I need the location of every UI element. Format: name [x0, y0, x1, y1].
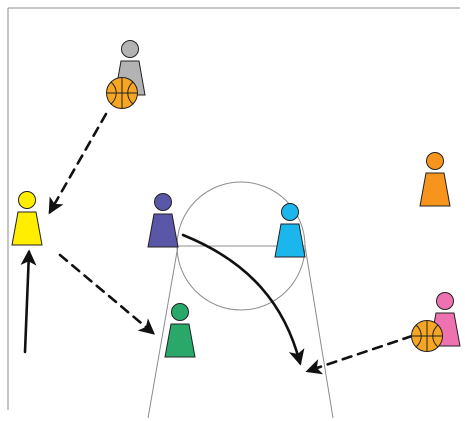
player-yellow — [11, 191, 43, 246]
pass-yellow-to-green — [58, 253, 156, 335]
ball-pink — [411, 320, 443, 352]
player-pink-head — [436, 292, 454, 310]
player-purple-body — [147, 213, 179, 248]
player-blue — [274, 203, 306, 258]
lane-left-line — [147, 245, 179, 419]
court-lines — [7, 7, 460, 419]
player-green-body — [164, 323, 196, 358]
ball-gray — [106, 77, 138, 109]
cut-purple-to-lane — [181, 233, 305, 366]
player-blue-body — [274, 223, 306, 258]
cut-yellow-up — [20, 249, 37, 354]
player-orange-head — [426, 152, 444, 170]
pass-gray-to-yellow — [48, 112, 108, 215]
basketball-seam-left — [110, 81, 117, 105]
lane-right-line — [304, 245, 334, 419]
movements — [20, 112, 414, 375]
player-orange — [419, 152, 451, 207]
player-green — [164, 303, 196, 358]
pass-pink-to-lane — [305, 334, 414, 375]
basketball-seam-left — [415, 324, 422, 348]
basketball-seam-right — [127, 81, 134, 105]
player-purple-head — [154, 193, 172, 211]
player-yellow-body — [11, 211, 43, 246]
player-green-head — [171, 303, 189, 321]
player-gray-head — [121, 40, 139, 58]
players — [11, 40, 461, 358]
player-purple — [147, 193, 179, 248]
basketball-seam-right — [432, 324, 439, 348]
player-orange-body — [419, 172, 451, 207]
player-yellow-head — [18, 191, 36, 209]
player-blue-head — [281, 203, 299, 221]
